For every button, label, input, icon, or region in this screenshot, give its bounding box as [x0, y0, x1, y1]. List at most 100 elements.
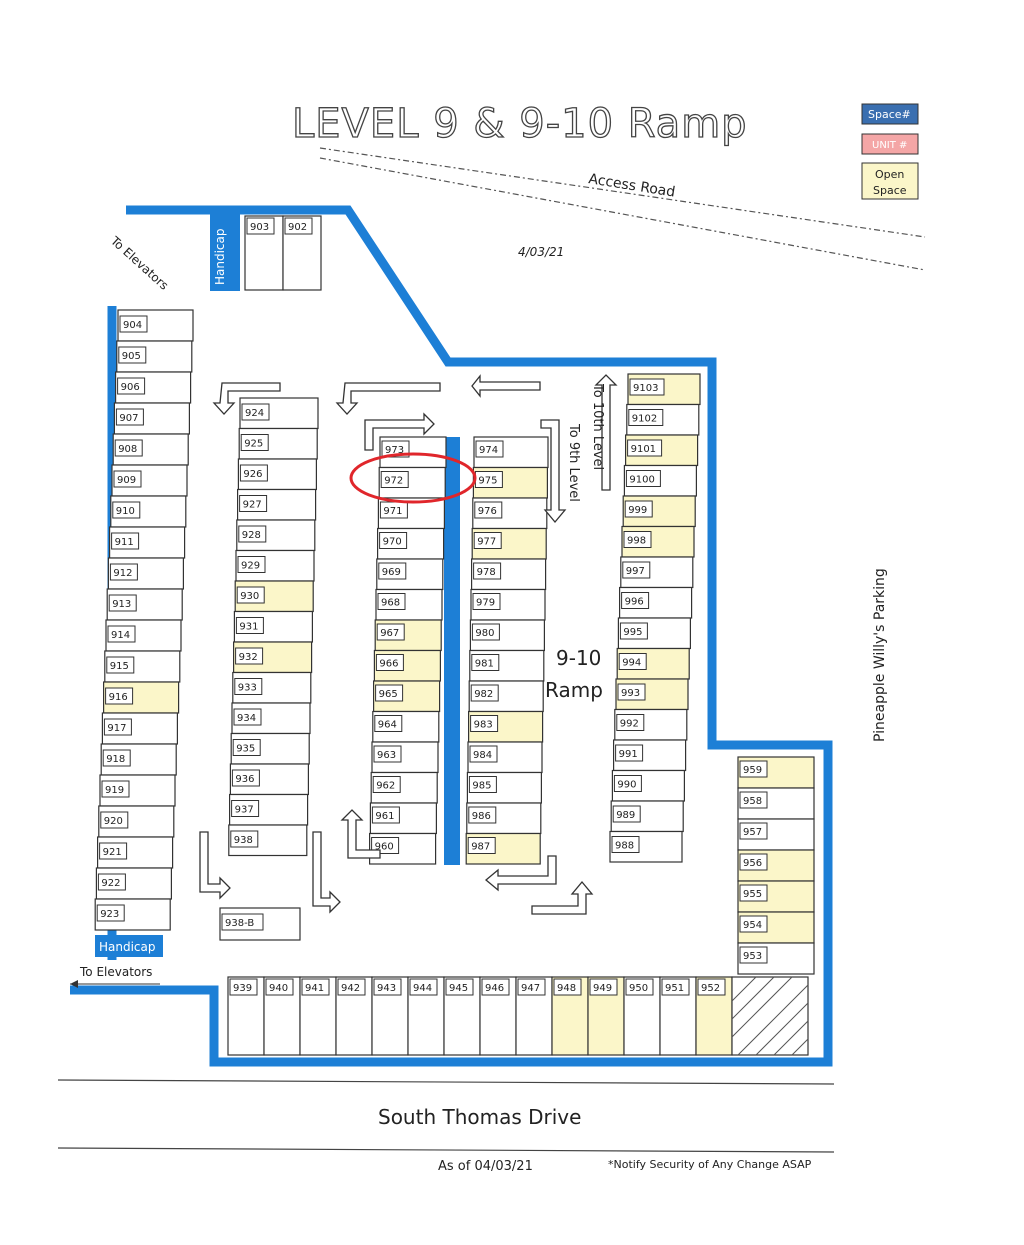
parking-space[interactable]: 9101: [624, 434, 699, 467]
parking-space[interactable]: 934: [231, 702, 311, 735]
parking-space[interactable]: 929: [235, 549, 315, 582]
parking-space[interactable]: 903: [244, 215, 284, 291]
parking-space[interactable]: 937: [229, 793, 309, 826]
parking-space[interactable]: 973: [379, 436, 447, 469]
parking-space[interactable]: 919: [99, 774, 176, 807]
parking-space[interactable]: 915: [104, 650, 181, 683]
parking-space[interactable]: 910: [110, 495, 187, 528]
parking-space[interactable]: 933: [232, 671, 312, 704]
parking-space[interactable]: 965: [373, 680, 441, 713]
parking-space[interactable]: 994: [616, 647, 690, 680]
parking-space[interactable]: 931: [233, 610, 313, 643]
parking-space[interactable]: 9102: [626, 403, 700, 436]
parking-space[interactable]: 983: [468, 710, 544, 743]
parking-space[interactable]: 922: [95, 867, 173, 900]
parking-space[interactable]: 978: [471, 558, 547, 591]
parking-space[interactable]: 972: [378, 466, 446, 499]
parking-space[interactable]: 917: [101, 712, 179, 745]
parking-space[interactable]: 961: [369, 802, 437, 835]
parking-space[interactable]: 962: [370, 771, 438, 804]
parking-space[interactable]: 989: [610, 800, 684, 833]
parking-space[interactable]: 936: [229, 763, 309, 796]
parking-space[interactable]: 955: [737, 880, 815, 913]
parking-space[interactable]: 907: [113, 402, 191, 435]
parking-space[interactable]: 911: [108, 526, 186, 559]
parking-space[interactable]: 935: [230, 732, 310, 765]
parking-space[interactable]: 970: [377, 527, 445, 560]
parking-space[interactable]: 991: [612, 739, 687, 772]
parking-space[interactable]: 952: [695, 976, 733, 1056]
parking-space[interactable]: 995: [617, 617, 692, 650]
parking-space[interactable]: 953: [737, 942, 815, 975]
parking-space[interactable]: 942: [335, 976, 373, 1056]
parking-space[interactable]: 958: [737, 787, 815, 820]
parking-space[interactable]: 914: [105, 619, 182, 652]
parking-space[interactable]: 912: [107, 557, 185, 590]
parking-space[interactable]: 980: [469, 619, 545, 652]
parking-space[interactable]: 969: [376, 558, 444, 591]
parking-space[interactable]: 981: [469, 649, 545, 682]
parking-space[interactable]: 974: [473, 436, 549, 469]
parking-space[interactable]: 923: [94, 898, 171, 931]
parking-space[interactable]: 990: [611, 769, 686, 802]
parking-space[interactable]: 986: [466, 802, 542, 835]
parking-space[interactable]: 949: [587, 976, 625, 1056]
parking-space[interactable]: 984: [467, 741, 543, 774]
parking-space[interactable]: 925: [238, 427, 318, 460]
parking-space[interactable]: 992: [614, 708, 688, 741]
parking-space[interactable]: 950: [623, 976, 661, 1056]
parking-space[interactable]: 987: [465, 832, 541, 865]
parking-space[interactable]: 960: [369, 832, 437, 865]
parking-space[interactable]: 967: [374, 619, 442, 652]
parking-space[interactable]: 998: [621, 525, 695, 558]
parking-space[interactable]: 916: [102, 681, 180, 714]
parking-space[interactable]: 954: [737, 911, 815, 944]
parking-space[interactable]: 918: [100, 743, 177, 776]
parking-space[interactable]: 909: [111, 464, 188, 497]
parking-space[interactable]: 932: [233, 641, 313, 674]
parking-space[interactable]: 948: [551, 976, 589, 1056]
parking-space[interactable]: 957: [737, 818, 815, 851]
parking-space[interactable]: 979: [470, 588, 546, 621]
parking-space[interactable]: 946: [479, 976, 517, 1056]
parking-space[interactable]: 928: [236, 519, 316, 552]
parking-space[interactable]: 956: [737, 849, 815, 882]
parking-space[interactable]: 963: [371, 741, 439, 774]
parking-space[interactable]: 926: [237, 458, 317, 491]
parking-space[interactable]: 941: [299, 976, 337, 1056]
parking-space[interactable]: 927: [237, 488, 317, 521]
parking-space[interactable]: 977: [471, 527, 547, 560]
parking-space[interactable]: 904: [117, 309, 194, 342]
parking-space[interactable]: 905: [116, 340, 193, 373]
parking-space[interactable]: 924: [239, 397, 319, 430]
parking-space[interactable]: 988: [609, 830, 683, 863]
parking-space[interactable]: 9100: [623, 464, 698, 497]
parking-space[interactable]: 9103: [627, 373, 701, 406]
parking-space[interactable]: 920: [98, 805, 175, 838]
parking-space[interactable]: 968: [375, 588, 443, 621]
parking-space[interactable]: 976: [472, 497, 548, 530]
parking-space[interactable]: 975: [472, 466, 548, 499]
parking-space[interactable]: 947: [515, 976, 553, 1056]
parking-space[interactable]: 939: [227, 976, 265, 1056]
parking-space[interactable]: 930: [234, 580, 314, 613]
parking-space[interactable]: 993: [615, 678, 689, 711]
parking-space[interactable]: 913: [106, 588, 183, 621]
parking-space[interactable]: 951: [659, 976, 697, 1056]
parking-space[interactable]: 959: [737, 756, 815, 789]
parking-space[interactable]: 996: [618, 586, 693, 619]
parking-space[interactable]: 908: [112, 433, 189, 466]
parking-space[interactable]: 999: [622, 495, 696, 528]
parking-space[interactable]: 938: [228, 824, 308, 857]
parking-space[interactable]: 906: [114, 371, 192, 404]
parking-space[interactable]: 921: [96, 836, 174, 869]
parking-space[interactable]: 982: [468, 680, 544, 713]
parking-space[interactable]: 940: [263, 976, 301, 1056]
parking-space[interactable]: 943: [371, 976, 409, 1056]
parking-space[interactable]: 938-B: [219, 907, 301, 941]
parking-space[interactable]: 966: [373, 649, 441, 682]
parking-space[interactable]: 997: [620, 556, 694, 589]
parking-space[interactable]: 944: [407, 976, 445, 1056]
parking-space[interactable]: 964: [372, 710, 440, 743]
parking-space[interactable]: 985: [466, 771, 542, 804]
